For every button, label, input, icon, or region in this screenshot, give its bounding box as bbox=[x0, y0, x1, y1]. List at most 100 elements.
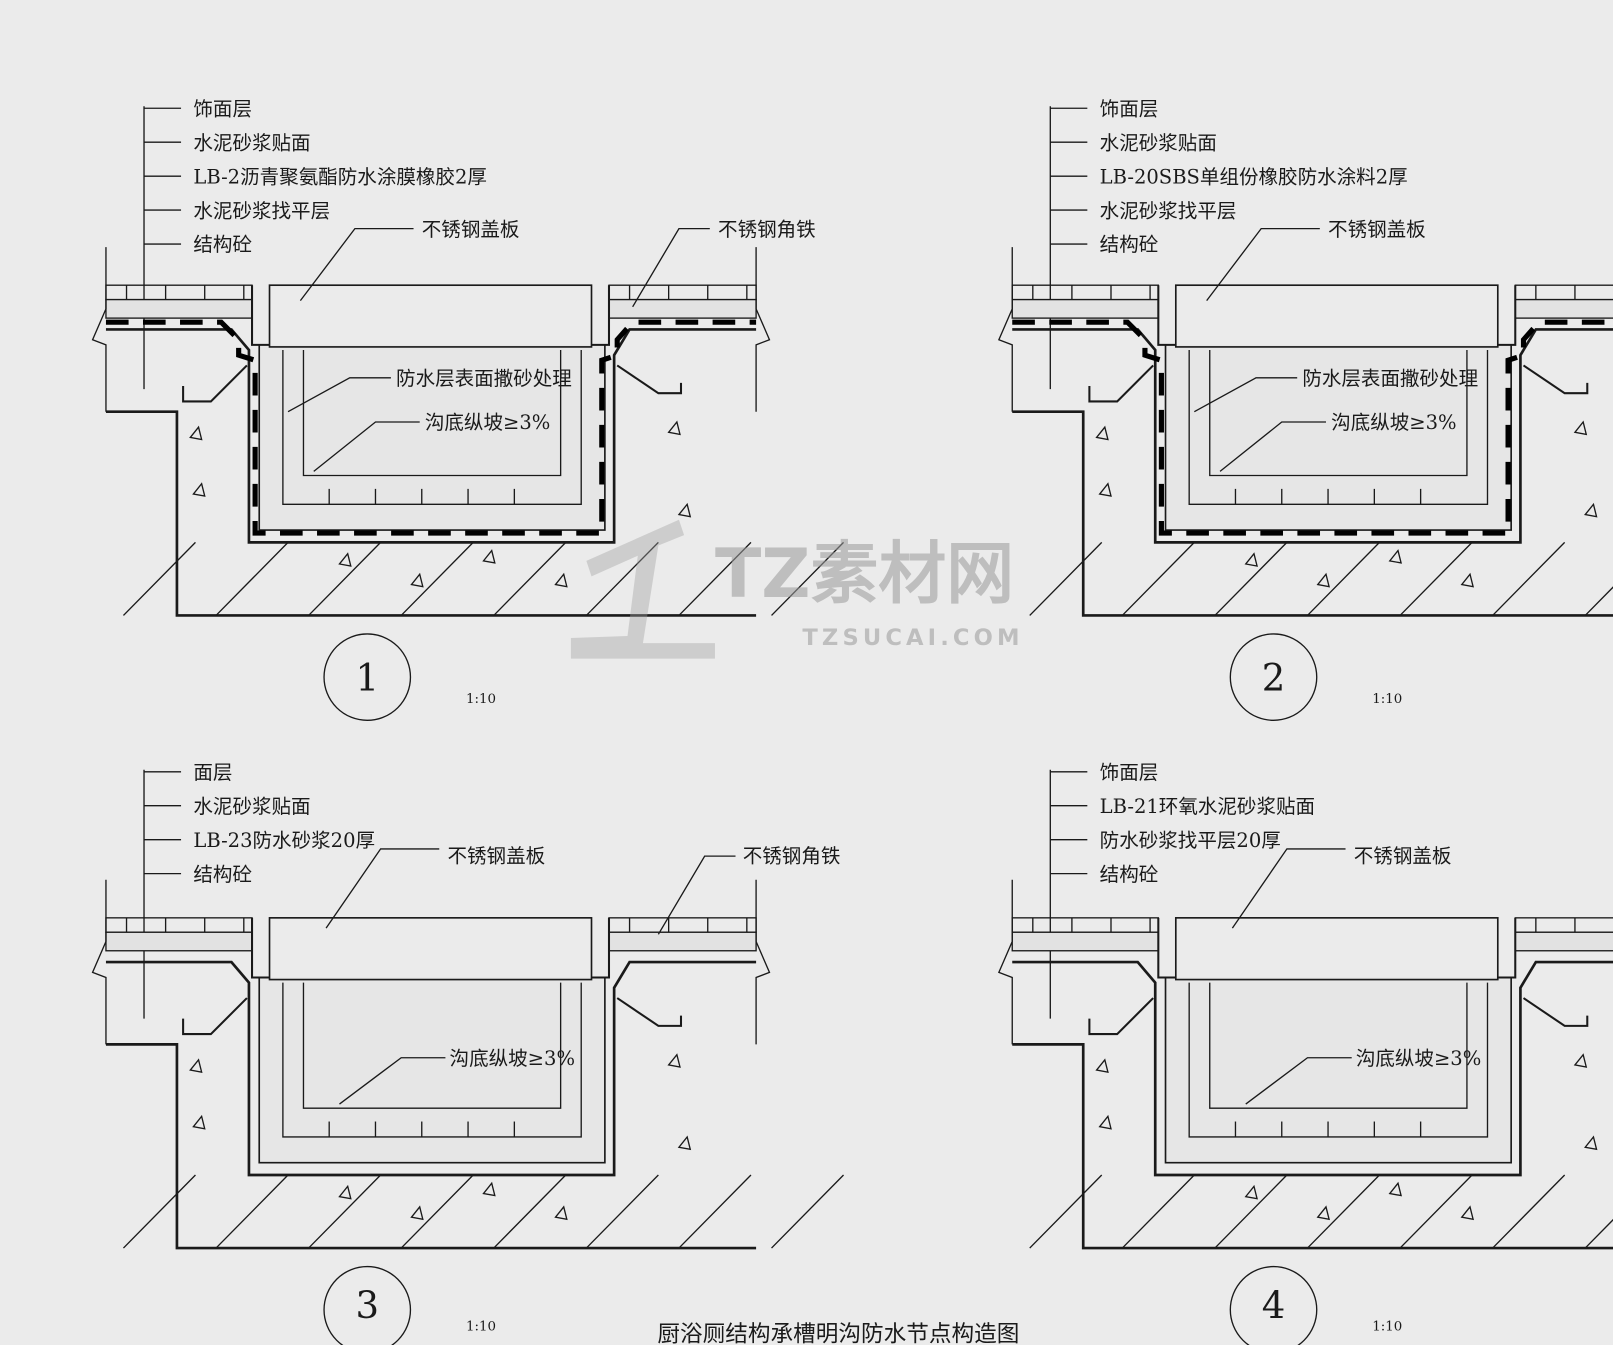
angle-iron-label: 不锈钢角铁 bbox=[718, 218, 816, 241]
concrete-hatch bbox=[1492, 541, 1566, 616]
layer-label: LB-2沥青聚氨酯防水涂膜橡胶2厚 bbox=[193, 165, 487, 188]
angle-iron-right bbox=[616, 364, 683, 395]
layer-label: 水泥砂浆找平层 bbox=[193, 199, 330, 222]
detail-number-circle bbox=[323, 1265, 412, 1345]
concrete-hatch bbox=[308, 1174, 382, 1249]
layer-label: 饰面层 bbox=[1100, 761, 1159, 784]
break-line-left bbox=[997, 247, 1013, 412]
aggregate-mark bbox=[1244, 1184, 1258, 1200]
aggregate-mark bbox=[482, 1181, 496, 1197]
mortar-layer bbox=[1514, 298, 1613, 319]
structural-slab-top bbox=[1012, 960, 1613, 1177]
detail-number-circle bbox=[323, 633, 412, 722]
channel-tile-line bbox=[302, 982, 562, 1109]
concrete-hatch bbox=[1492, 1174, 1566, 1249]
cover-leader bbox=[299, 227, 414, 302]
slope-label: 沟底纵坡≥3% bbox=[1331, 411, 1456, 434]
concrete-hatch bbox=[1584, 1218, 1613, 1249]
concrete-hatch bbox=[493, 541, 567, 616]
scale-label: 1:10 bbox=[1372, 1319, 1402, 1334]
layer-label: 结构砼 bbox=[193, 863, 252, 886]
concrete-hatch bbox=[1214, 541, 1288, 616]
aggregate-mark bbox=[554, 1205, 568, 1221]
slope-leader bbox=[339, 1057, 446, 1105]
detail-number: 4 bbox=[1262, 1284, 1286, 1327]
detail-panel-2 bbox=[997, 106, 1613, 722]
layer-leader bbox=[1049, 769, 1088, 1019]
channel-outer-lining bbox=[1164, 977, 1512, 1164]
layer-label: 饰面层 bbox=[1100, 97, 1159, 120]
aggregate-mark bbox=[1098, 1114, 1112, 1130]
stainless-cover-plate bbox=[268, 284, 593, 348]
watermark-logo-icon bbox=[570, 519, 715, 659]
cover-leader bbox=[1206, 227, 1320, 302]
aggregate-mark bbox=[482, 549, 496, 564]
break-line-left bbox=[997, 879, 1013, 1045]
layer-label: LB-23防水砂浆20厚 bbox=[193, 829, 375, 852]
tile-layer bbox=[1011, 917, 1159, 933]
break-line-right bbox=[755, 879, 771, 1045]
concrete-hatch bbox=[1307, 541, 1380, 616]
slope-leader bbox=[313, 421, 420, 472]
mortar-layer bbox=[105, 931, 253, 952]
aggregate-mark bbox=[677, 502, 692, 518]
concrete-hatch bbox=[1399, 541, 1473, 616]
detail-number-circle bbox=[1229, 1265, 1318, 1345]
tile-layer bbox=[105, 284, 253, 301]
aggregate-mark bbox=[1316, 572, 1330, 588]
scale-label: 1:10 bbox=[466, 692, 496, 707]
structural-slab-top bbox=[105, 960, 757, 1177]
mortar-layer bbox=[608, 931, 757, 952]
concrete-hatch bbox=[1029, 1174, 1103, 1249]
aggregate-mark bbox=[1244, 552, 1258, 567]
panel-3-labels: 面层 水泥砂浆贴面 LB-23防水砂浆20厚 结构砼 不锈钢盖板 不锈钢角铁 沟… bbox=[193, 761, 840, 1334]
structural-slab-outline bbox=[105, 1043, 757, 1250]
angle-iron-right bbox=[1522, 364, 1589, 395]
layer-label: 结构砼 bbox=[1100, 233, 1159, 256]
slope-leader bbox=[1219, 421, 1326, 472]
aggregate-mark bbox=[1584, 502, 1598, 518]
concrete-hatch bbox=[585, 541, 659, 616]
detail-panel-3 bbox=[91, 769, 845, 1345]
layer-label: 面层 bbox=[193, 761, 232, 784]
cover-flange bbox=[251, 285, 611, 346]
channel-tile-line bbox=[1209, 982, 1468, 1109]
cover-leader bbox=[1231, 848, 1346, 929]
tile-layer bbox=[1514, 284, 1613, 301]
aggregate-mark bbox=[192, 482, 206, 497]
cover-leader bbox=[325, 848, 440, 929]
channel-mortar-line bbox=[282, 350, 582, 505]
watermark-logo-text: TZ素材网 bbox=[715, 535, 1014, 614]
concrete-hatch bbox=[400, 541, 474, 616]
cover-plate-label: 不锈钢盖板 bbox=[1354, 844, 1452, 867]
aggregate-mark bbox=[410, 1205, 424, 1221]
aggregate-mark bbox=[1316, 1205, 1330, 1221]
detail-panel-4 bbox=[997, 769, 1613, 1345]
aggregate-mark bbox=[1095, 1058, 1109, 1073]
stainless-cover-plate bbox=[268, 917, 593, 981]
tile-layer bbox=[608, 917, 757, 933]
layer-label: 饰面层 bbox=[193, 97, 252, 120]
concrete-hatch bbox=[1121, 541, 1195, 616]
concrete-hatch bbox=[1121, 1174, 1195, 1249]
aggregate-mark bbox=[189, 1058, 203, 1073]
cover-plate-label: 不锈钢盖板 bbox=[447, 844, 545, 867]
concrete-hatch bbox=[771, 541, 845, 616]
structural-slab-outline bbox=[1012, 1043, 1613, 1250]
panel-2-labels: 饰面层 水泥砂浆贴面 LB-20SBS单组份橡胶防水涂料2厚 水泥砂浆找平层 结… bbox=[1100, 97, 1478, 706]
layer-label: 防水砂浆找平层20厚 bbox=[1100, 829, 1281, 852]
angle-iron-left bbox=[182, 997, 248, 1036]
concrete-hatch bbox=[678, 541, 752, 616]
angle-iron-label: 不锈钢角铁 bbox=[743, 844, 841, 867]
aggregate-mark bbox=[189, 425, 203, 441]
watermark: TZ素材网 TZSUCAI.COM bbox=[570, 519, 1020, 659]
cover-plate-label: 不锈钢盖板 bbox=[1328, 218, 1426, 241]
cover-flange bbox=[251, 917, 611, 979]
channel-mortar-line bbox=[1188, 350, 1489, 505]
panel-1-labels: 饰面层 水泥砂浆贴面 LB-2沥青聚氨酯防水涂膜橡胶2厚 水泥砂浆找平层 结构砼… bbox=[193, 97, 815, 706]
aggregate-mark bbox=[192, 1114, 206, 1130]
angle-iron-right bbox=[616, 997, 683, 1027]
channel-outer-lining bbox=[258, 344, 606, 531]
slope-label: 沟底纵坡≥3% bbox=[425, 411, 550, 434]
concrete-hatch bbox=[585, 1174, 659, 1249]
